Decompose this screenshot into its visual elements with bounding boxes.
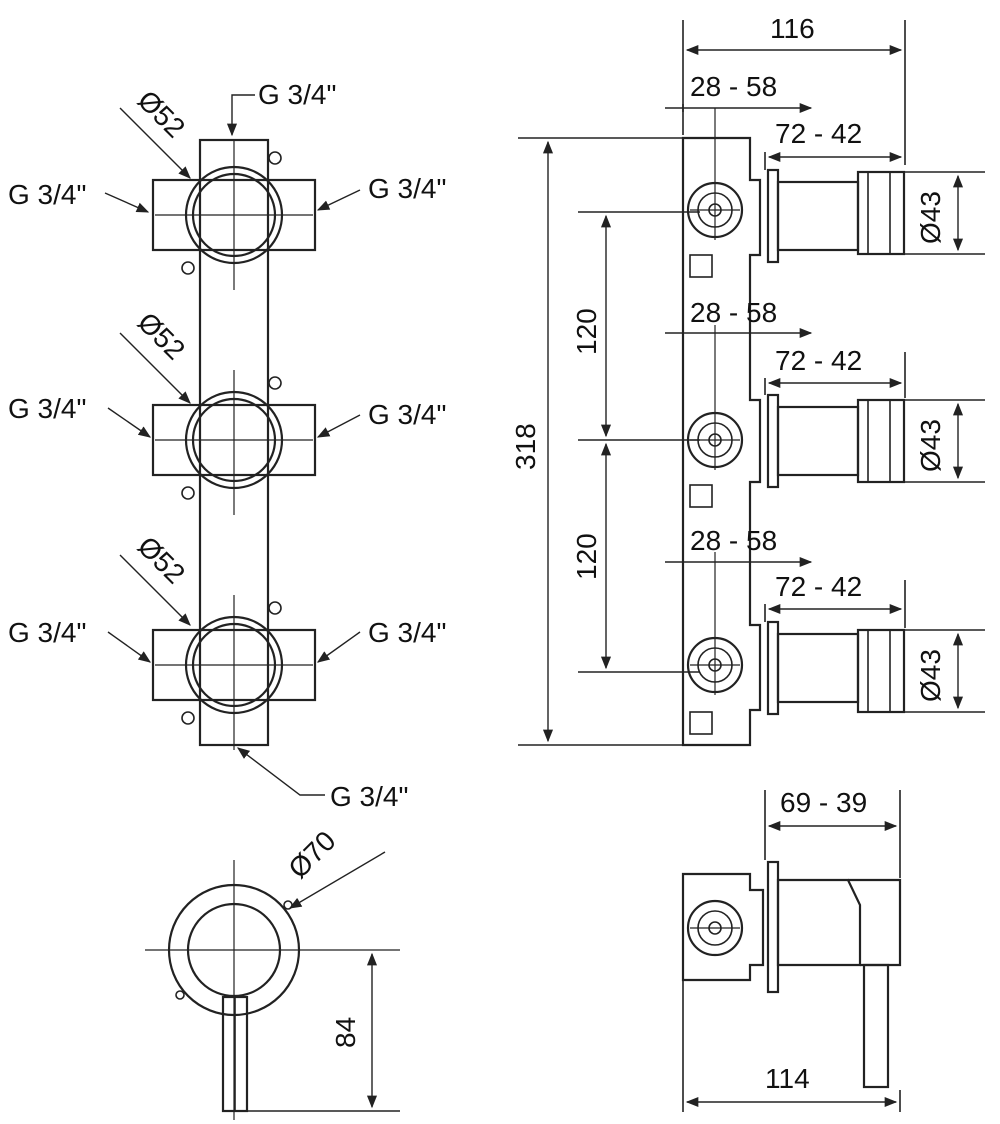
side-handle-top — [766, 168, 906, 264]
single-valve-flange — [766, 860, 780, 994]
label-thread-top: G 3/4" — [258, 79, 336, 110]
label-dia70: Ø70 — [282, 825, 341, 884]
label-72-42-bottom: 72 - 42 — [775, 571, 862, 602]
label-dia52-bottom: Ø52 — [132, 530, 191, 589]
single-valve-body — [681, 872, 765, 982]
label-thread-bottom: G 3/4" — [330, 781, 408, 812]
label-72-42-middle: 72 - 42 — [775, 345, 862, 376]
label-dia52-top: Ø52 — [132, 84, 191, 143]
label-thread-middle-left: G 3/4" — [8, 393, 86, 424]
label-thread-top-right: G 3/4" — [368, 173, 446, 204]
single-valve-lever — [862, 963, 890, 1089]
side-view: 318 120 120 — [510, 13, 985, 747]
label-thread-bottom-left: G 3/4" — [8, 617, 86, 648]
label-120-lower: 120 — [571, 533, 602, 580]
side-handle-middle — [766, 393, 906, 489]
label-318: 318 — [510, 423, 541, 470]
label-116: 116 — [770, 13, 815, 44]
side-body — [681, 136, 762, 747]
knob-front-view: 84 Ø70 — [145, 825, 400, 1120]
label-28-58-middle: 28 - 58 — [690, 297, 777, 328]
single-valve-side-view: 69 - 39 114 — [681, 787, 902, 1112]
side-handle-bottom — [766, 620, 906, 716]
label-dia43-middle: Ø43 — [915, 419, 946, 472]
label-28-58-bottom: 28 - 58 — [690, 525, 777, 556]
label-dia43-bottom: Ø43 — [915, 649, 946, 702]
front-view: G 3/4" Ø52 G 3/4" G 3/4" Ø52 G 3/4" G 3/… — [8, 79, 446, 812]
label-28-58-top: 28 - 58 — [690, 71, 777, 102]
single-valve-handle — [776, 878, 862, 967]
label-69-39: 69 - 39 — [780, 787, 867, 818]
label-dia52-middle: Ø52 — [132, 306, 191, 365]
label-72-42-top: 72 - 42 — [775, 118, 862, 149]
label-thread-top-left: G 3/4" — [8, 179, 86, 210]
label-thread-bottom-right: G 3/4" — [368, 617, 446, 648]
label-114: 114 — [765, 1063, 810, 1094]
label-84: 84 — [330, 1017, 361, 1048]
label-dia43-top: Ø43 — [915, 191, 946, 244]
label-thread-middle-right: G 3/4" — [368, 399, 446, 430]
label-120-upper: 120 — [571, 308, 602, 355]
